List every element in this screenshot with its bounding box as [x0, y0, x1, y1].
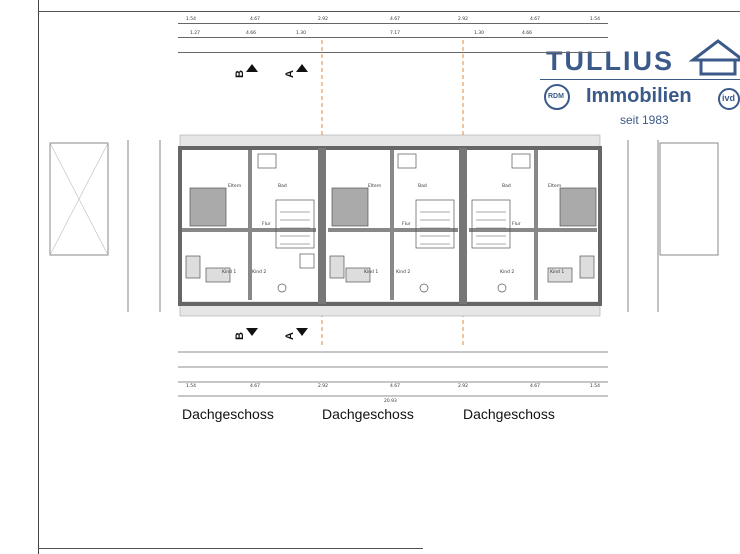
dim-bottom-5: 2.92: [458, 384, 469, 389]
bottom-border: [38, 548, 423, 549]
floor-label-3: Dachgeschoss: [463, 406, 555, 422]
floor-label-1: Dachgeschoss: [182, 406, 274, 422]
dim-top2-4: 7.17: [390, 31, 401, 36]
logo-underline: [540, 79, 740, 80]
logo-subtitle: Immobilien: [586, 85, 692, 107]
dim-bottom-1: 1.54: [186, 384, 197, 389]
room-label: Flur: [512, 222, 521, 227]
dim-top-3: 2.92: [318, 17, 329, 22]
sheet-top-border: [38, 11, 740, 12]
dim-top2-5: 1.30: [474, 31, 485, 36]
company-logo: TULLIUS RDM Immobilien ivd seit 1983: [540, 36, 740, 131]
dim-top2-1: 1.27: [190, 31, 201, 36]
room-label: Flur: [402, 222, 411, 227]
dim-top-5: 2.92: [458, 17, 469, 22]
rdm-badge-text: RDM: [548, 93, 564, 100]
room-label: Eltern: [228, 184, 242, 189]
room-label: Kind 1: [222, 270, 237, 275]
dim-bottom-7: 1.54: [590, 384, 601, 389]
dim-top-1: 1.54: [186, 17, 197, 22]
dim-bottom-3: 2.92: [318, 384, 329, 389]
dim-top2-2: 4.66: [246, 31, 257, 36]
room-label: Kind 2: [252, 270, 267, 275]
room-label: Bad: [418, 184, 427, 189]
room-label: Kind 2: [396, 270, 411, 275]
dim-top-6: 4.67: [530, 17, 541, 22]
room-label: Kind 1: [364, 270, 379, 275]
logo-name: TULLIUS: [546, 46, 674, 76]
ivd-badge: ivd: [718, 88, 740, 110]
unit-3: [469, 150, 597, 300]
room-label: Bad: [502, 184, 511, 189]
room-label: Bad: [278, 184, 287, 189]
dim-bottom-4: 4.67: [390, 384, 401, 389]
dim-top2-6: 4.66: [522, 31, 533, 36]
unit-1: [182, 150, 316, 300]
rdm-badge: RDM: [544, 84, 570, 110]
dim-top-4: 4.67: [390, 17, 401, 22]
dim-bottom-2: 4.67: [250, 384, 261, 389]
house-icon: [688, 39, 740, 76]
room-label: Flur: [262, 222, 271, 227]
room-label: Kind 1: [550, 270, 565, 275]
unit-2: [328, 150, 458, 300]
dim-top-7: 1.54: [590, 17, 601, 22]
ivd-badge-text: ivd: [722, 93, 736, 103]
dim-top2-3: 1.30: [296, 31, 307, 36]
dim-total: 20.93: [384, 399, 397, 404]
floor-label-2: Dachgeschoss: [322, 406, 414, 422]
room-label: Eltern: [548, 184, 562, 189]
dim-top-2: 4.67: [250, 17, 261, 22]
room-label: Eltern: [368, 184, 382, 189]
logo-since: seit 1983: [620, 113, 669, 127]
drawing-sheet: [38, 0, 740, 554]
room-label: Kind 2: [500, 270, 515, 275]
dim-bottom-6: 4.67: [530, 384, 541, 389]
